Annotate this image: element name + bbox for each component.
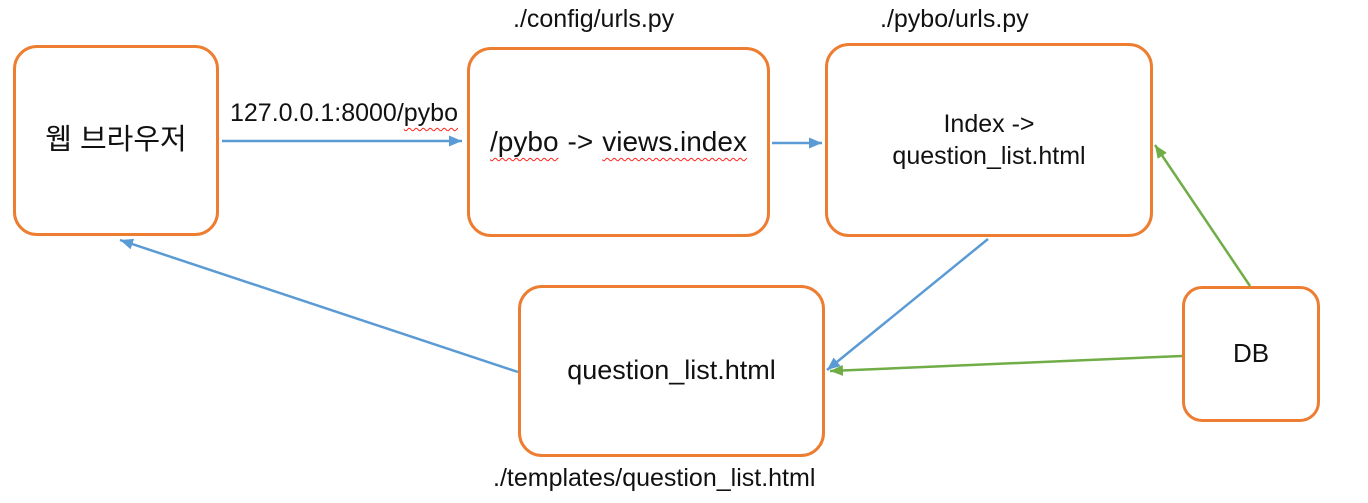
arrow-db-to-pybo [1153,144,1252,287]
view-rule-line1: Index -> [943,109,1035,138]
arrow-pybo-to-template [826,238,989,371]
template-caption: ./templates/question_list.html [493,464,816,492]
url-rule-text: /pybo -> views.index [490,124,747,160]
arrow-template-to-browser [119,238,519,374]
node-web-browser: 웹 브라우저 [13,45,219,236]
config-urls-caption: ./config/urls.py [513,5,675,33]
view-rule-line2: question_list.html [892,142,1086,170]
pybo-urls-caption: ./pybo/urls.py [880,5,1029,33]
node-config-urls: /pybo -> views.index [467,47,770,237]
url-rule-path: /pybo [490,125,559,157]
request-url-prefix: 127.0.0.1:8000/ [230,99,404,127]
arrow-db-to-template [829,354,1183,376]
request-url-label: 127.0.0.1:8000/pybo [230,99,458,128]
url-rule-target: views.index [602,125,747,157]
web-browser-label: 웹 브라우저 [45,123,187,156]
node-db: DB [1182,286,1320,422]
node-question-template: question_list.html [518,285,825,457]
request-url-typo: pybo [403,99,458,127]
db-label: DB [1232,338,1270,369]
url-rule-arrow: -> [567,125,594,157]
question-template-label: question_list.html [567,355,776,386]
node-pybo-urls: Index -> question_list.html [825,43,1153,237]
